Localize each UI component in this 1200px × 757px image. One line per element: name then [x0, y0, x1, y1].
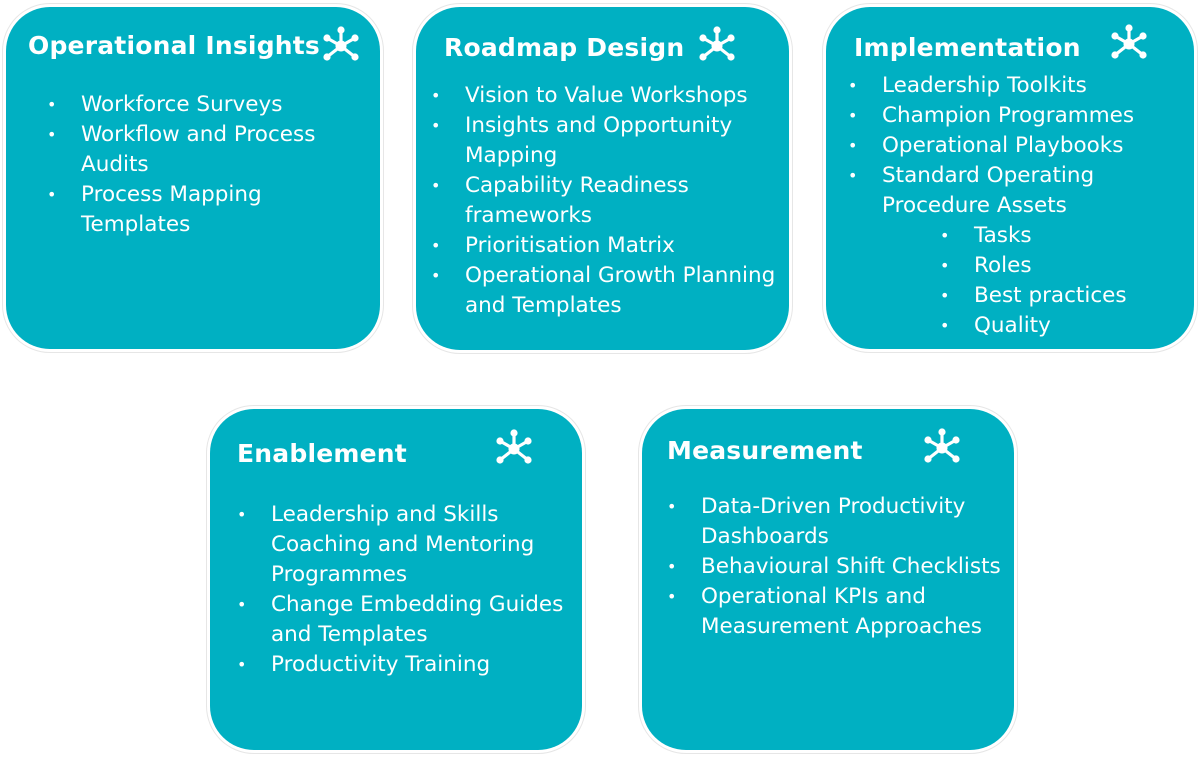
list-item: Productivity Training [237, 650, 573, 680]
card-title: Roadmap Design [444, 33, 685, 62]
sub-list-item: Quality [940, 311, 1188, 341]
card-list: Data-Driven Productivity Dashboards Beha… [667, 492, 1007, 642]
card-measurement: Measurement Data-Driven Productivity Das… [642, 409, 1014, 750]
network-node-icon [319, 24, 363, 68]
list-item: Data-Driven Productivity Dashboards [667, 492, 1007, 552]
list-item: Insights and Opportunity Mapping [431, 111, 781, 171]
card-title: Operational Insights [28, 31, 321, 60]
list-item: Capability Readiness frameworks [431, 171, 781, 231]
list-item: Leadership and Skills Coaching and Mento… [237, 500, 573, 590]
list-item: Change Embedding Guides and Templates [237, 590, 573, 650]
card-list: Vision to Value Workshops Insights and O… [431, 81, 781, 321]
card-operational-insights: Operational Insights Workforce Surveys W… [6, 7, 380, 349]
list-item: Workforce Surveys [47, 90, 357, 120]
network-node-icon [695, 24, 739, 68]
list-item: Process Mapping Templates [47, 180, 357, 240]
list-item: Champion Programmes [848, 101, 1188, 131]
card-roadmap-design: Roadmap Design Vision to Value Workshops… [416, 7, 789, 350]
card-title: Implementation [854, 33, 1081, 62]
list-item: Vision to Value Workshops [431, 81, 781, 111]
card-list: Leadership Toolkits Champion Programmes … [848, 71, 1188, 341]
card-list: Leadership and Skills Coaching and Mento… [237, 500, 573, 680]
sub-list-item: Best practices [940, 281, 1188, 311]
list-item: Operational KPIs and Measurement Approac… [667, 582, 1007, 642]
card-list: Workforce Surveys Workflow and Process A… [47, 90, 357, 240]
network-node-icon [1107, 22, 1151, 66]
card-title: Enablement [237, 439, 407, 468]
network-node-icon [920, 426, 964, 470]
network-node-icon [492, 427, 536, 471]
sub-list-item: Tasks [940, 221, 1188, 251]
list-item: Leadership Toolkits [848, 71, 1188, 101]
list-item: Behavioural Shift Checklists [667, 552, 1007, 582]
card-title: Measurement [667, 436, 863, 465]
card-implementation: Implementation Leadership Toolkits Champ… [826, 7, 1194, 349]
list-item: Operational Growth Planning and Template… [431, 261, 781, 321]
list-item: Operational Playbooks [848, 131, 1188, 161]
list-item: Workflow and Process Audits [47, 120, 357, 180]
list-item: Standard Operating Procedure Assets [848, 161, 1188, 221]
card-enablement: Enablement Leadership and Skills Coachin… [210, 409, 582, 750]
sub-list-item: Roles [940, 251, 1188, 281]
list-item: Prioritisation Matrix [431, 231, 781, 261]
